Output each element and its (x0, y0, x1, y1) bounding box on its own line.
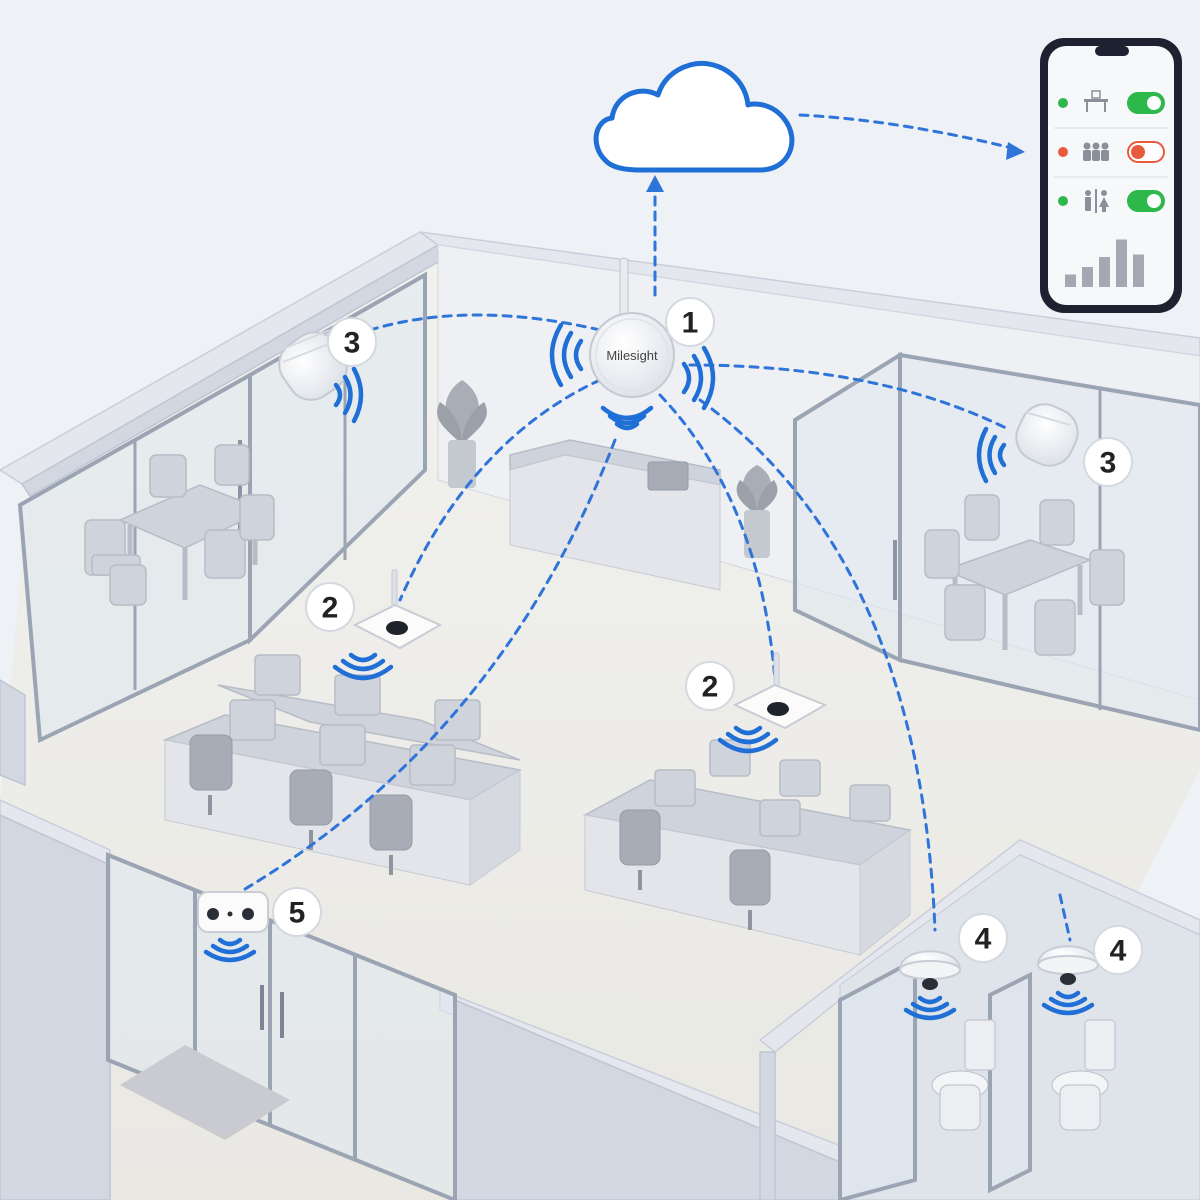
phone-bar (1082, 267, 1093, 287)
desk-sensor-icon (732, 652, 828, 730)
gateway-device: Milesight (589, 257, 675, 398)
wave-icon (903, 995, 957, 1021)
wave-icon (203, 937, 257, 963)
phone-bar (1065, 274, 1076, 287)
workstations-left (162, 654, 523, 886)
badge-sensor-4-left: 4 (958, 913, 1008, 963)
plant-left (437, 380, 487, 488)
left-chairs (189, 734, 413, 875)
wave-icon (600, 405, 654, 431)
link-gateway-sensor5 (233, 438, 617, 897)
link-gateway-sensor2-left (398, 378, 602, 602)
badge-number: 4 (1110, 935, 1127, 968)
link-cloud-phone (798, 113, 1022, 152)
phone-status-row (1054, 141, 1168, 178)
wave-icon (549, 322, 584, 388)
phone-bar (1116, 239, 1127, 287)
badge-sensor-5: 5 (272, 887, 322, 937)
reception-monitor (647, 461, 689, 491)
signal-waves (203, 322, 1095, 1021)
status-dot (1058, 98, 1068, 108)
phone-bar (1133, 254, 1144, 287)
badge-number: 2 (322, 592, 339, 625)
bar-chart-icon (1065, 239, 1144, 287)
number-badges: 1 3 3 2 2 5 4 4 (272, 297, 1143, 975)
toilet-right (1051, 1019, 1116, 1131)
status-toggle (1127, 141, 1165, 163)
right-room-chairs (924, 494, 1125, 656)
workstations-right (582, 739, 912, 957)
office-floor-plan (0, 231, 1200, 1200)
link-sensor4-sensor4 (1058, 893, 1072, 942)
link-gateway-sensor3-right (688, 363, 1012, 432)
badge-number: 2 (702, 671, 719, 704)
badge-number: 4 (975, 923, 992, 956)
arrowhead-up (646, 175, 664, 192)
people-counter-icon (197, 891, 269, 933)
link-gateway-sensor4 (698, 398, 937, 932)
left-monitors (229, 654, 481, 786)
people-icon (1083, 142, 1109, 161)
toilet-left (931, 1019, 996, 1131)
smartphone (1040, 38, 1182, 313)
entrance-wall (0, 799, 981, 1200)
badge-gateway: 1 (665, 297, 715, 347)
ceiling-sensor-icon (1015, 403, 1079, 467)
badge-number: 5 (289, 897, 306, 930)
badge-number: 3 (344, 327, 361, 360)
badge-number: 1 (682, 307, 699, 340)
cloud-icon (593, 61, 795, 173)
wave-icon (976, 426, 1007, 484)
gateway-brand-label: Milesight (606, 348, 658, 363)
wireless-links (233, 113, 1072, 942)
link-gateway-sensor3-left (368, 313, 602, 332)
back-right-wall (419, 231, 1200, 357)
restroom-stall-right (988, 971, 1032, 1194)
restroom-stall-left (838, 956, 917, 1200)
badge-sensor-3-left: 3 (327, 317, 377, 367)
badge-sensor-3-right: 3 (1083, 437, 1133, 487)
badge-sensor-4-right: 4 (1093, 925, 1143, 975)
badge-number: 3 (1100, 447, 1117, 480)
restroom-icon (1085, 189, 1109, 213)
status-toggle (1127, 190, 1165, 212)
phone-status-row (1058, 189, 1165, 213)
link-gateway-sensor2-right (658, 393, 777, 682)
status-dot (1058, 147, 1068, 157)
right-chairs (619, 809, 771, 930)
phone-bar (1099, 257, 1110, 287)
phone-status-row (1054, 90, 1168, 129)
desk-icon (1084, 90, 1108, 112)
left-room-chairs (84, 444, 275, 606)
wave-icon (332, 652, 394, 681)
plant-right (736, 465, 778, 558)
badge-sensor-2-right: 2 (685, 661, 735, 711)
restroom-sensor-icon (898, 950, 962, 990)
status-toggle (1127, 92, 1165, 114)
left-meeting-room (17, 271, 427, 744)
wave-icon (681, 345, 716, 411)
status-dot (1058, 196, 1068, 206)
arrowhead-right (1006, 142, 1025, 160)
doormat (120, 1045, 290, 1140)
wave-icon (717, 725, 779, 754)
wave-icon (333, 366, 364, 424)
badge-sensor-2-left: 2 (305, 582, 355, 632)
wave-icon (1041, 990, 1095, 1016)
desk-sensor-icon (352, 569, 443, 650)
